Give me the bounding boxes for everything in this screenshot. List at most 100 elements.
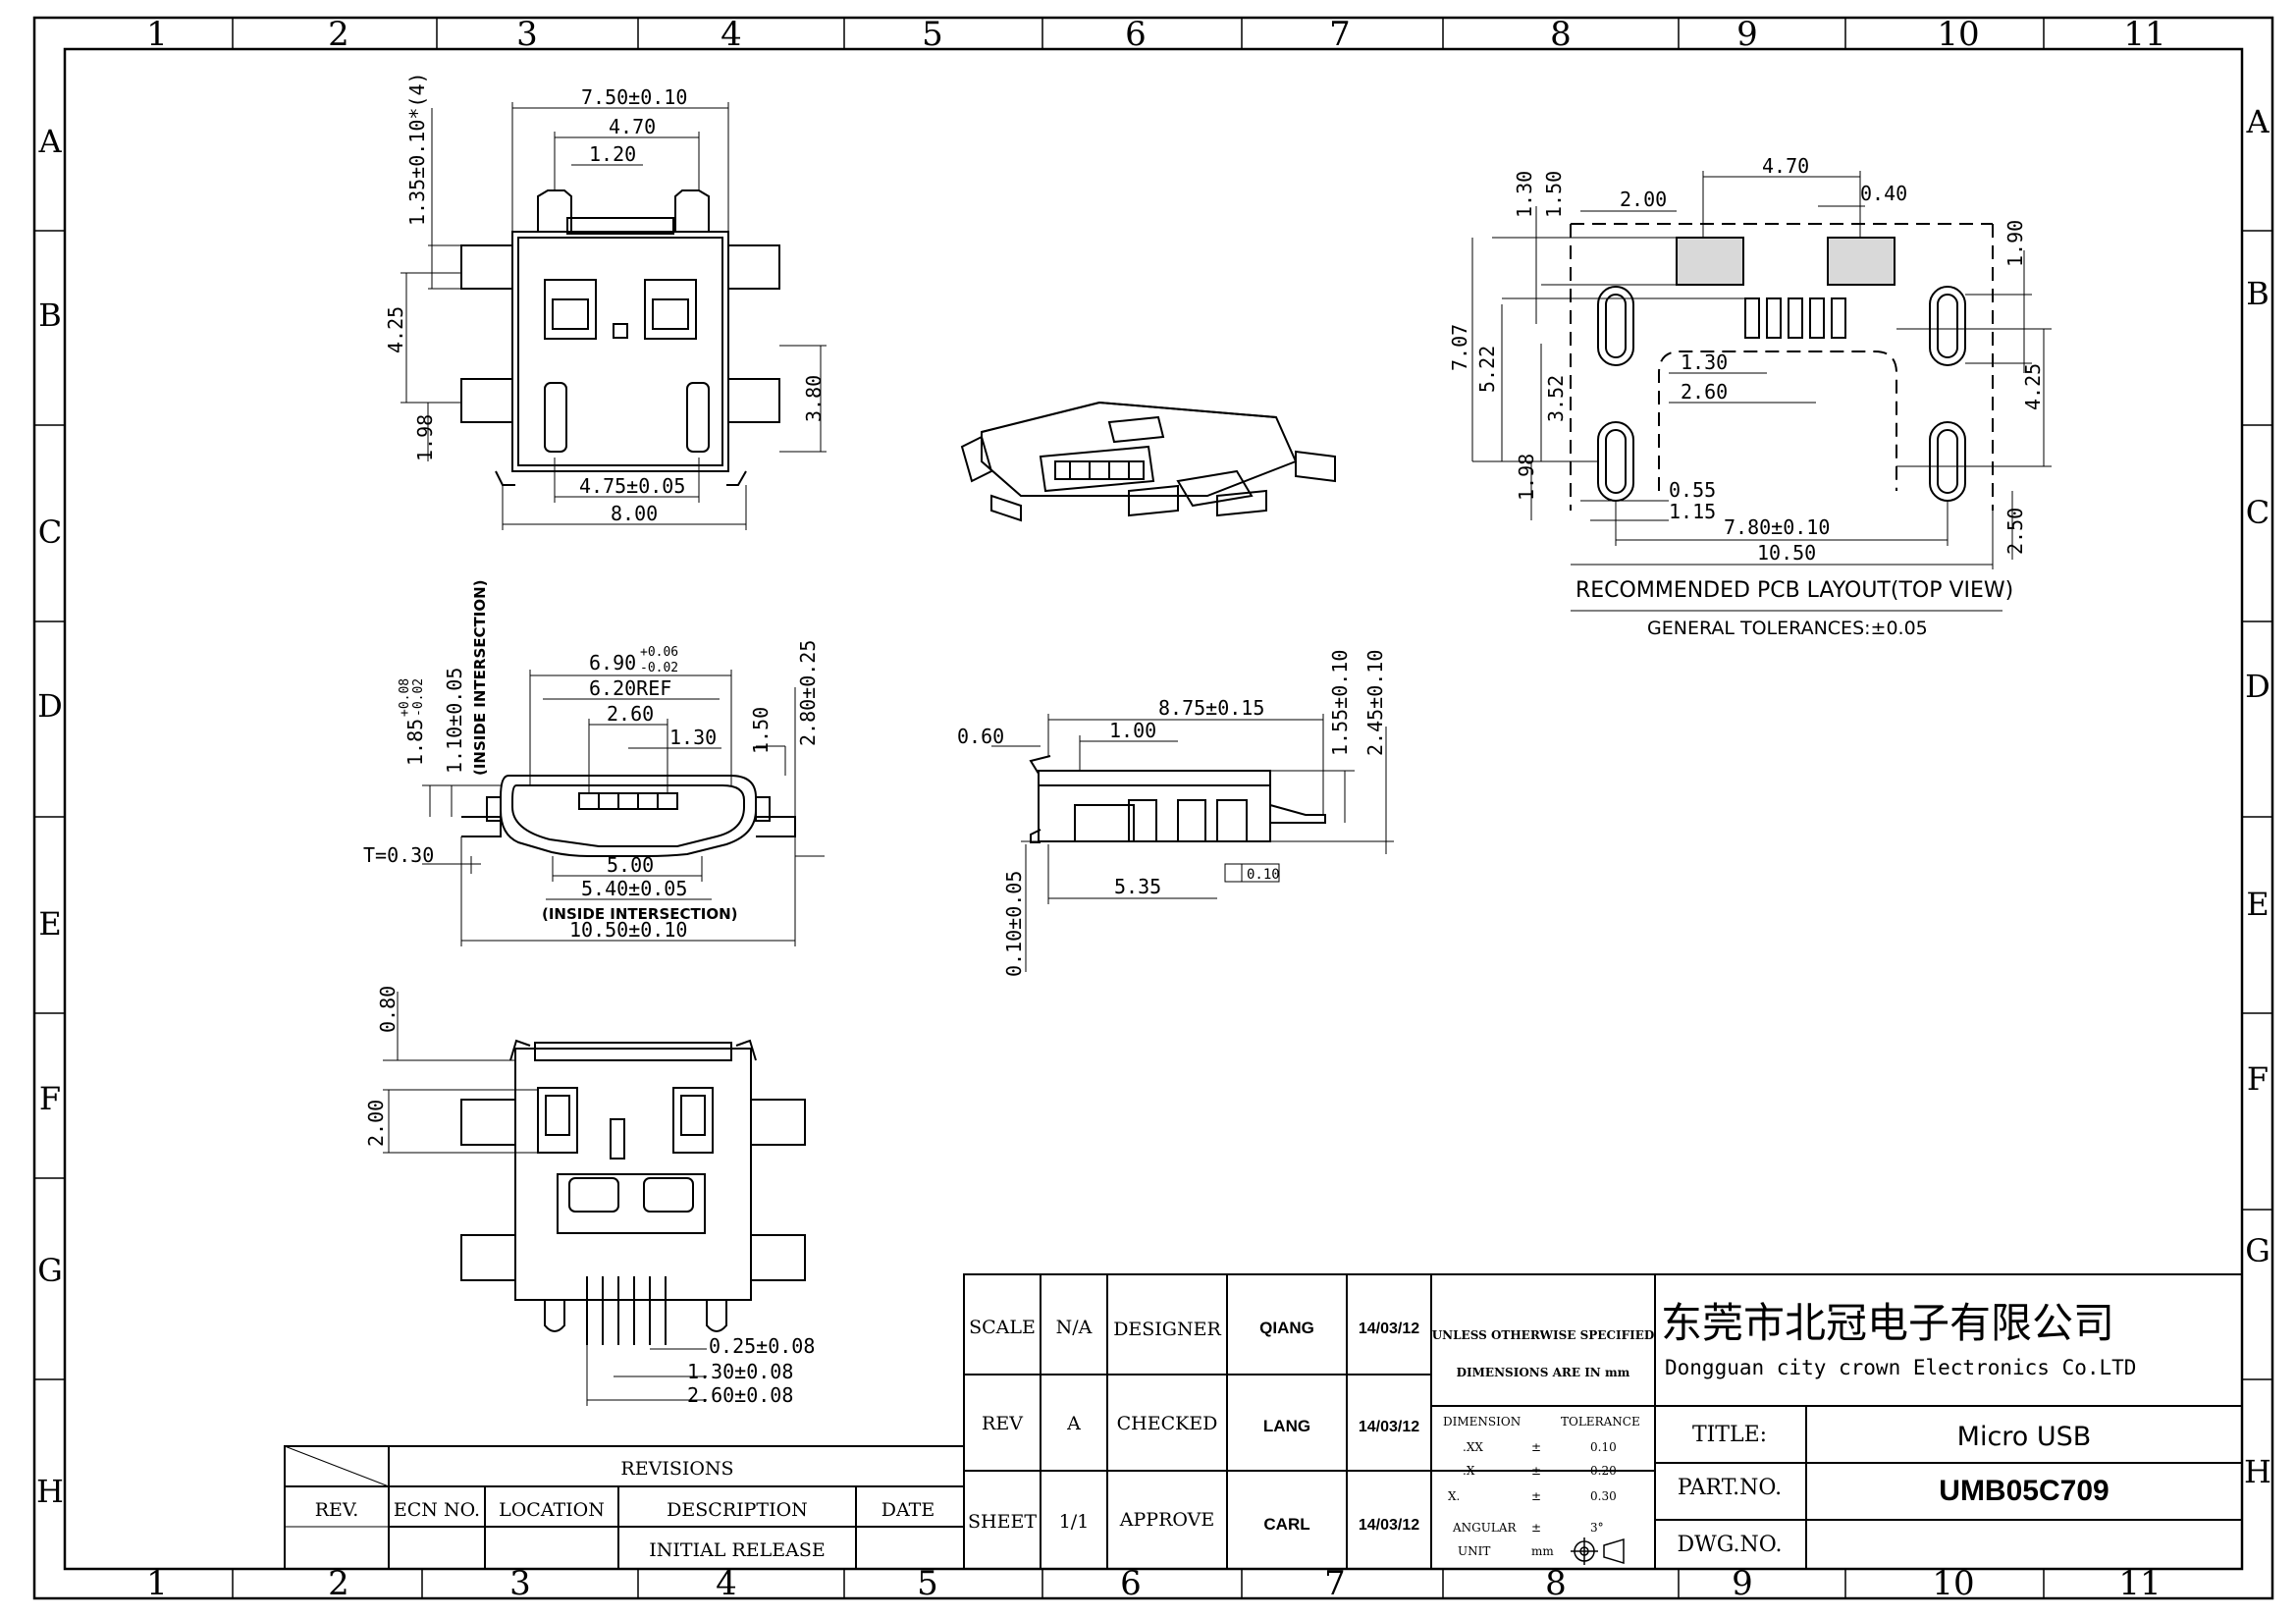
- svg-text:±: ±: [1531, 1464, 1541, 1478]
- pcb-layout-dims: [1471, 171, 2052, 612]
- frame-ticks: [34, 18, 2272, 1598]
- svg-text:DIMENSIONS ARE IN mm: DIMENSIONS ARE IN mm: [1457, 1366, 1630, 1379]
- svg-text:2.50: 2.50: [2003, 508, 2027, 555]
- front-view-dims: [422, 670, 825, 946]
- svg-text:(INSIDE INTERSECTION): (INSIDE INTERSECTION): [542, 905, 738, 923]
- svg-text:2: 2: [328, 1564, 349, 1603]
- svg-text:2.80±0.25: 2.80±0.25: [796, 640, 820, 746]
- svg-text:5: 5: [922, 15, 943, 54]
- svg-text:.X: .X: [1463, 1464, 1475, 1478]
- svg-text:TOLERANCE: TOLERANCE: [1561, 1415, 1640, 1429]
- svg-text:±: ±: [1531, 1440, 1541, 1454]
- svg-text:PART.NO.: PART.NO.: [1678, 1476, 1782, 1500]
- part-number: UMB05C709: [1939, 1475, 2109, 1507]
- svg-text:8: 8: [1545, 1564, 1567, 1603]
- svg-text:14/03/12: 14/03/12: [1359, 1321, 1419, 1337]
- projection-symbol-icon: [1571, 1537, 1625, 1565]
- svg-text:UNLESS OTHERWISE SPECIFIED: UNLESS OTHERWISE SPECIFIED: [1432, 1328, 1655, 1342]
- bottom-view: [460, 1039, 806, 1345]
- svg-text:0.55: 0.55: [1669, 478, 1716, 502]
- svg-text:1.20: 1.20: [589, 142, 636, 166]
- side-view: [1029, 755, 1326, 843]
- pcb-layout: [1570, 223, 1994, 511]
- svg-text:5.40±0.05: 5.40±0.05: [581, 877, 687, 900]
- svg-text:LANG: LANG: [1263, 1417, 1310, 1435]
- svg-text:1.30±0.08: 1.30±0.08: [687, 1360, 793, 1383]
- column-labels: 1 2 3 4 5 6 7 8 9 10 11 1 2 3 4 5 6 7 8 …: [146, 15, 2165, 1603]
- revisions-title: REVISIONS: [620, 1458, 733, 1480]
- svg-text:4: 4: [721, 15, 742, 54]
- svg-text:6.90: 6.90: [589, 651, 636, 674]
- svg-text:1.55±0.10: 1.55±0.10: [1328, 650, 1352, 756]
- general-tolerances: GENERAL TOLERANCES:±0.05: [1647, 618, 1928, 639]
- svg-text:1.50: 1.50: [749, 707, 773, 754]
- svg-text:7.50±0.10: 7.50±0.10: [581, 85, 687, 109]
- svg-text:1.30: 1.30: [669, 726, 717, 749]
- svg-text:9: 9: [1732, 1564, 1753, 1603]
- svg-text:10.50: 10.50: [1757, 541, 1816, 565]
- title-block-right: 东莞市北冠电子有限公司 Dongguan city crown Electron…: [1661, 1299, 2136, 1557]
- svg-text:+0.08: +0.08: [398, 678, 412, 717]
- svg-text:QIANG: QIANG: [1259, 1319, 1314, 1337]
- title-block-grid: [963, 1273, 2243, 1570]
- svg-text:H: H: [2244, 1453, 2271, 1490]
- svg-text:-0.02: -0.02: [411, 678, 426, 717]
- svg-text:5.35: 5.35: [1114, 875, 1161, 898]
- svg-text:H: H: [36, 1473, 64, 1510]
- col-description: DESCRIPTION: [667, 1499, 808, 1521]
- svg-text:-0.02: -0.02: [640, 661, 678, 675]
- svg-text:3°: 3°: [1590, 1521, 1604, 1535]
- col-date: DATE: [881, 1499, 934, 1521]
- svg-text:2: 2: [328, 15, 349, 54]
- top-view-dim-text: 7.50±0.10 4.70 1.20 1.35±0.10*(4) 4.25 1…: [384, 72, 826, 525]
- revision-description: INITIAL RELEASE: [649, 1539, 825, 1561]
- svg-text:5.00: 5.00: [607, 853, 654, 877]
- svg-text:UNIT: UNIT: [1458, 1544, 1490, 1558]
- svg-text:5: 5: [917, 1564, 938, 1603]
- svg-text:1.30: 1.30: [1513, 171, 1536, 218]
- col-rev: REV.: [315, 1499, 359, 1521]
- pcb-layout-dim-text: 4.70 0.40 2.00 1.30 1.50 1.90 7.07 5.22 …: [1448, 154, 2045, 639]
- company-name-cn: 东莞市北冠电子有限公司: [1661, 1299, 2114, 1347]
- tolerance-notes: UNLESS OTHERWISE SPECIFIED DIMENSIONS AR…: [1432, 1328, 1655, 1558]
- svg-text:G: G: [2245, 1232, 2270, 1269]
- company-name-en: Dongguan city crown Electronics Co.LTD: [1665, 1356, 2136, 1379]
- svg-text:7: 7: [1329, 15, 1351, 54]
- svg-text:APPROVE: APPROVE: [1119, 1509, 1214, 1531]
- svg-text:E: E: [38, 905, 61, 943]
- svg-text:0.40: 0.40: [1860, 182, 1907, 205]
- svg-text:SCALE: SCALE: [969, 1317, 1036, 1338]
- svg-text:REV: REV: [982, 1413, 1023, 1434]
- svg-text:11: 11: [2118, 1564, 2161, 1603]
- top-view: [460, 189, 780, 486]
- svg-text:4.25: 4.25: [384, 306, 407, 353]
- svg-text:1/1: 1/1: [1059, 1511, 1090, 1533]
- svg-text:T=0.30: T=0.30: [363, 843, 434, 867]
- svg-text:2.45±0.10: 2.45±0.10: [1363, 650, 1387, 756]
- svg-text:0.30: 0.30: [1590, 1489, 1617, 1503]
- svg-text:4.75±0.05: 4.75±0.05: [579, 474, 685, 498]
- svg-text:2.60±0.08: 2.60±0.08: [687, 1383, 793, 1407]
- svg-text:DIMENSION: DIMENSION: [1443, 1415, 1521, 1429]
- svg-text:D: D: [37, 687, 63, 725]
- svg-text:ANGULAR: ANGULAR: [1452, 1521, 1518, 1535]
- svg-text:2.00: 2.00: [1620, 188, 1667, 211]
- svg-text:X.: X.: [1448, 1489, 1460, 1503]
- side-view-dim-text: 8.75±0.15 1.00 0.60 1.55±0.10 2.45±0.10 …: [957, 650, 1387, 977]
- svg-text:1: 1: [146, 1564, 168, 1603]
- svg-text:C: C: [38, 513, 62, 551]
- svg-text:E: E: [2246, 886, 2269, 923]
- title-block-left: SCALE N/A REV A SHEET 1/1 DESIGNER CHECK…: [968, 1317, 1419, 1534]
- col-ecn: ECN NO.: [394, 1499, 480, 1521]
- revisions-table: [284, 1445, 965, 1570]
- svg-text:DESIGNER: DESIGNER: [1113, 1319, 1221, 1340]
- svg-text:TITLE:: TITLE:: [1692, 1423, 1767, 1447]
- svg-text:(INSIDE INTERSECTION): (INSIDE INTERSECTION): [471, 580, 489, 777]
- svg-text:F: F: [39, 1080, 61, 1117]
- svg-text:0.20: 0.20: [1590, 1464, 1617, 1478]
- svg-text:14/03/12: 14/03/12: [1359, 1419, 1419, 1435]
- svg-text:4.25: 4.25: [2021, 363, 2045, 410]
- row-labels: A B C D E F G H A B C D E F G H: [36, 103, 2271, 1510]
- svg-text:14/03/12: 14/03/12: [1359, 1517, 1419, 1534]
- svg-text:7.80±0.10: 7.80±0.10: [1724, 515, 1830, 539]
